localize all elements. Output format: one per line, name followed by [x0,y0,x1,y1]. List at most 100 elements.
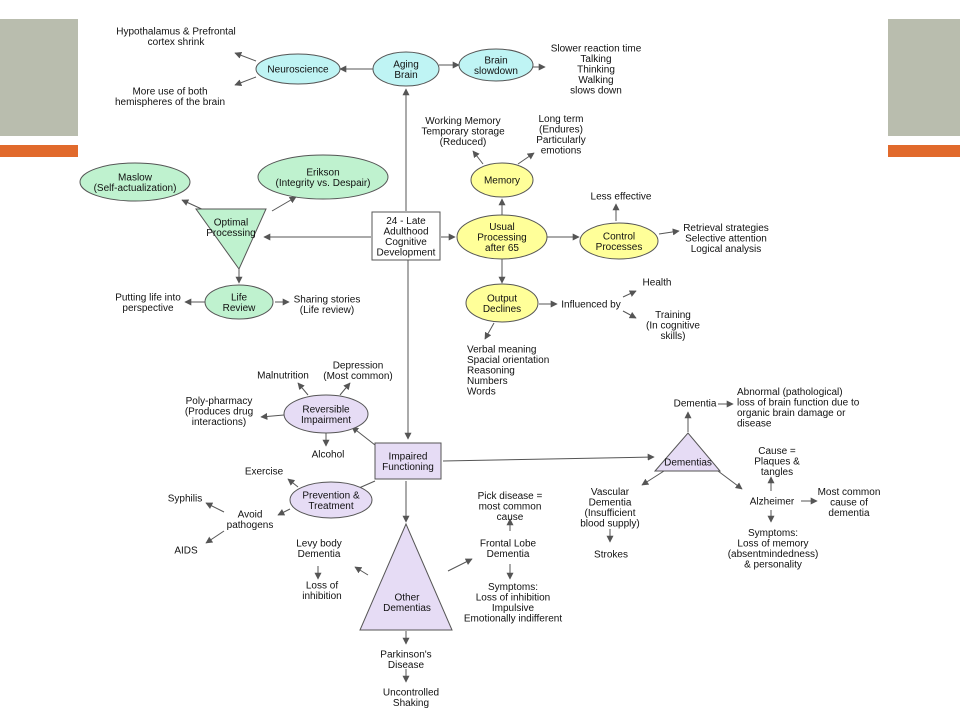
node-brain-slowdown-label-line: Brain [484,55,507,66]
label-depression-line: (Most common) [323,371,392,382]
node-life-review-label-line: Life [231,292,248,303]
node-neuroscience[interactable]: Neuroscience [255,53,341,85]
label-hemispheres-line: More use of both [132,86,207,97]
label-strokes-line: Strokes [594,550,628,561]
node-usual-processing-label-line: after 65 [485,243,519,254]
right-accent-bar [888,145,960,157]
label-verbal-line: Verbal meaning [467,345,537,356]
label-slowdown-effects-line: Thinking [577,65,615,76]
label-pick-disease-line: most common [479,502,542,513]
label-frontal-lobe-line: Dementia [487,549,530,560]
label-vascular-line: blood supply) [580,518,639,529]
node-impaired-functioning-shape [374,442,442,480]
edge-pathogens-to-syphilis [205,502,225,513]
node-maslow[interactable]: Maslow(Self-actualization) [79,162,191,202]
node-memory[interactable]: Memory [470,162,534,198]
edge-control-to-retrieval [658,228,680,236]
node-erikson-label-line: (Integrity vs. Despair) [275,178,370,189]
label-poly-pharmacy-line: (Produces drug [185,407,253,418]
edge-impaired-to-dementias [442,453,655,462]
label-hemispheres-line: hemispheres of the brain [115,97,225,108]
node-output-declines-label-line: Output [487,293,517,304]
label-symptoms-memory: Symptoms:Loss of memory(absentmindedness… [728,528,819,571]
label-long-term-line: Particularly [536,135,585,146]
node-prevention-treatment[interactable]: Prevention &Treatment [289,481,373,519]
edge-reversible-to-polypharmacy [260,412,285,420]
node-dementias[interactable]: Dementias [653,432,722,472]
label-hypothalamus-line: cortex shrink [148,37,206,48]
label-influenced-by-line: Influenced by [561,300,621,311]
node-memory-label-line: Memory [484,176,520,187]
label-symptoms-inhibition-line: Impulsive [492,603,535,614]
node-brain-slowdown-label-line: slowdown [474,66,518,77]
label-uncontrolled-shaking-line: Shaking [393,698,429,709]
label-poly-pharmacy-line: interactions) [192,417,246,428]
label-sharing-stories-line: (Life review) [300,305,354,316]
label-retrieval-line: Logical analysis [691,244,762,255]
node-reversible-impairment-shape [283,394,369,434]
edge-influenced-to-training [622,310,637,319]
label-pick-disease-line: Pick disease = [478,491,543,502]
node-dementias-shape [653,432,722,472]
node-central-shape [371,211,441,261]
node-output-declines-label-line: Declines [483,304,521,315]
edge-other-to-frontal [447,558,473,572]
label-parkinsons-line: Disease [388,660,425,671]
node-control-processes-label-line: Processes [596,242,643,253]
label-working-memory-line: Working Memory [425,116,500,127]
label-training-line: Training [655,310,691,321]
node-central-label-line: Adulthood [383,226,428,237]
label-long-term-line: Long term [538,114,583,125]
label-loss-inhibition-line: Loss of [306,580,338,591]
label-malnutrition: Malnutrition [257,371,309,382]
label-sharing-stories-line: Sharing stories [294,294,361,305]
node-usual-processing-label-line: Usual [489,222,515,233]
edge-neuro-to-hypothalamus [234,51,257,62]
label-verbal-line: Spacial orientation [467,355,549,366]
label-frontal-lobe-line: Frontal Lobe [480,538,537,549]
node-maslow-label-line: Maslow [118,172,153,183]
label-exercise-line: Exercise [245,467,284,478]
label-abnormal: Abnormal (pathological)loss of brain fun… [737,387,860,430]
edge-impaired-to-reversible [351,426,376,446]
node-aging-brain-label-line: Brain [394,70,417,81]
node-memory-label: Memory [484,176,520,187]
node-neuroscience-label-line: Neuroscience [267,65,329,76]
node-prevention-treatment-label-line: Treatment [308,501,353,512]
label-alzheimer-line: Alzheimer [750,497,795,508]
label-training-line: skills) [661,331,686,342]
node-usual-processing-shape [456,214,548,260]
label-plaques-line: Plaques & [754,457,800,468]
label-plaques-line: tangles [761,467,793,478]
label-most-common-cause-line: Most common [818,487,881,498]
edge-neuro-to-hemispheres [234,76,257,87]
node-dementias-label-line: Dementias [664,458,712,469]
label-retrieval-line: Retrieval strategies [683,223,769,234]
node-central-label-line: 24 - Late [386,216,426,227]
node-erikson[interactable]: Erikson(Integrity vs. Despair) [257,154,389,200]
label-depression-line: Depression [333,360,384,371]
